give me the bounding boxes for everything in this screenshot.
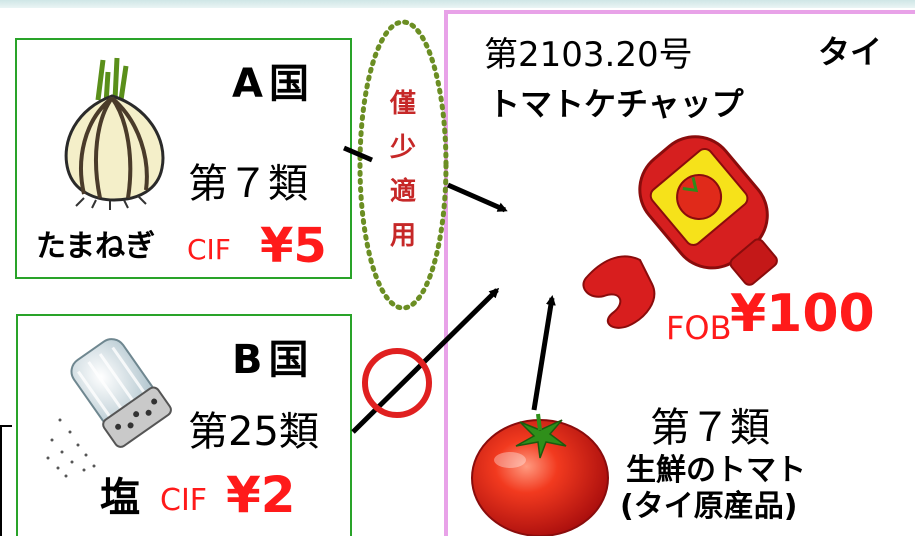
tomato-icon bbox=[471, 413, 609, 536]
tomato-name: 生鮮のトマト bbox=[626, 453, 806, 488]
left-stub bbox=[0, 425, 12, 536]
ketchup-price: ¥100 bbox=[730, 284, 875, 344]
country-a-price: ¥5 bbox=[260, 218, 327, 274]
arrows bbox=[343, 145, 556, 434]
country-thailand-label: タイ bbox=[818, 33, 883, 71]
country-a-label: A国 bbox=[232, 61, 315, 107]
de-minimis-label: 僅 少 適 用 bbox=[383, 82, 423, 258]
de-minimis-char: 少 bbox=[389, 133, 416, 163]
country-b-term: CIF bbox=[160, 483, 208, 518]
country-b-box bbox=[16, 314, 352, 536]
de-minimis-oval bbox=[357, 19, 449, 311]
country-a-term: CIF bbox=[187, 233, 231, 266]
country-a-product: たまねぎ bbox=[36, 229, 156, 264]
ketchup-term: FOB bbox=[666, 309, 732, 347]
product-ketchup-label: トマトケチャップ bbox=[488, 85, 744, 123]
de-minimis-char: 適 bbox=[389, 177, 416, 207]
tomato-chapter: 第７類 bbox=[650, 405, 770, 451]
hs-heading: 第2103.20号 bbox=[484, 35, 693, 75]
country-b-price: ¥2 bbox=[226, 466, 296, 524]
top-rule bbox=[0, 0, 915, 8]
de-minimis-char: 僅 bbox=[389, 89, 416, 119]
country-b-chapter: 第25類 bbox=[188, 409, 319, 455]
tomato-origin: (タイ原産品) bbox=[620, 489, 798, 524]
de-minimis-char: 用 bbox=[389, 221, 416, 251]
country-b-label: B国 bbox=[232, 337, 315, 383]
onion-icon bbox=[64, 57, 165, 210]
country-b-product: 塩 bbox=[100, 475, 140, 521]
salt-shaker-icon bbox=[46, 338, 172, 478]
ok-circle-icon bbox=[362, 348, 432, 418]
ketchup-bottle-icon bbox=[582, 135, 778, 329]
country-a-chapter: 第７類 bbox=[188, 161, 308, 207]
